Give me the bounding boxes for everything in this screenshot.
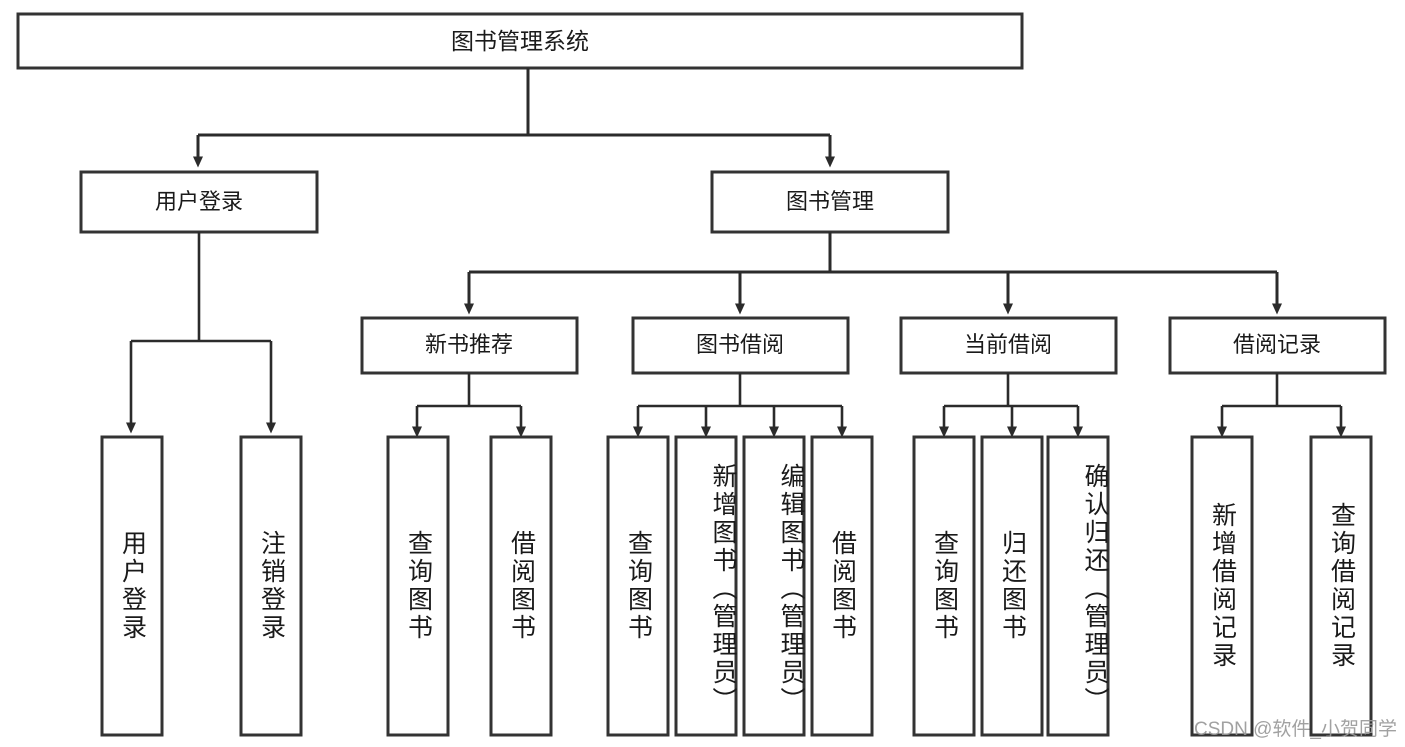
leaf-current-borrow-group	[912, 435, 1110, 737]
leaf-box-user-login-1[interactable]	[239, 435, 303, 737]
node-user-login-label: 用户登录	[155, 189, 243, 214]
node-book-borrow[interactable]: 图书借阅	[631, 316, 850, 375]
node-new-book-recommend[interactable]: 新书推荐	[360, 316, 579, 375]
leaf-new-book-group	[386, 435, 553, 737]
csdn-watermark: CSDN @软件_小贺同学	[1194, 719, 1397, 740]
node-user-login[interactable]: 用户登录	[79, 170, 319, 234]
node-borrow-record-label: 借阅记录	[1233, 332, 1321, 357]
node-book-manage-box	[710, 170, 950, 234]
connector-current-borrow-to-leaves	[939, 373, 1083, 438]
node-current-borrow[interactable]: 当前借阅	[899, 316, 1118, 375]
leaf-box-book-borrow-2[interactable]	[742, 435, 806, 737]
leaf-box-new-book-1[interactable]	[489, 435, 553, 737]
leaf-book-borrow-group	[606, 435, 874, 737]
leaf-box-book-borrow-3[interactable]	[810, 435, 874, 737]
leaf-box-book-borrow-1[interactable]	[674, 435, 738, 737]
connector-root-to-level2	[193, 68, 835, 168]
leaf-box-new-book-0[interactable]	[386, 435, 450, 737]
node-book-manage[interactable]: 图书管理	[710, 170, 950, 234]
node-borrow-record[interactable]: 借阅记录	[1168, 316, 1387, 375]
node-current-borrow-label: 当前借阅	[964, 332, 1052, 357]
connector-borrow-record-to-leaves	[1217, 373, 1346, 438]
node-new-book-recommend-box	[360, 316, 579, 375]
leaf-box-current-borrow-1[interactable]	[980, 435, 1044, 737]
leaf-box-user-login-0[interactable]	[100, 435, 164, 737]
connector-new-book-to-leaves	[412, 373, 526, 438]
node-root-box	[16, 12, 1024, 70]
connector-book-manage-to-level3	[464, 232, 1282, 315]
leaf-box-current-borrow-2[interactable]	[1046, 435, 1110, 737]
node-current-borrow-box	[899, 316, 1118, 375]
node-new-book-recommend-label: 新书推荐	[425, 332, 513, 357]
leaf-box-book-borrow-0[interactable]	[606, 435, 670, 737]
node-book-manage-label: 图书管理	[786, 189, 874, 214]
leaf-box-borrow-record-1[interactable]	[1309, 435, 1373, 737]
leaf-box-current-borrow-0[interactable]	[912, 435, 976, 737]
node-root[interactable]: 图书管理系统	[16, 12, 1024, 70]
connector-user-login-to-leaves	[126, 232, 276, 434]
node-book-borrow-label: 图书借阅	[696, 332, 784, 357]
leaf-user-login-group	[100, 435, 303, 737]
leaf-borrow-record-group	[1190, 435, 1373, 737]
leaf-box-borrow-record-0[interactable]	[1190, 435, 1254, 737]
node-borrow-record-box	[1168, 316, 1387, 375]
connector-book-borrow-to-leaves	[633, 373, 847, 438]
node-root-label: 图书管理系统	[451, 28, 589, 54]
node-book-borrow-box	[631, 316, 850, 375]
